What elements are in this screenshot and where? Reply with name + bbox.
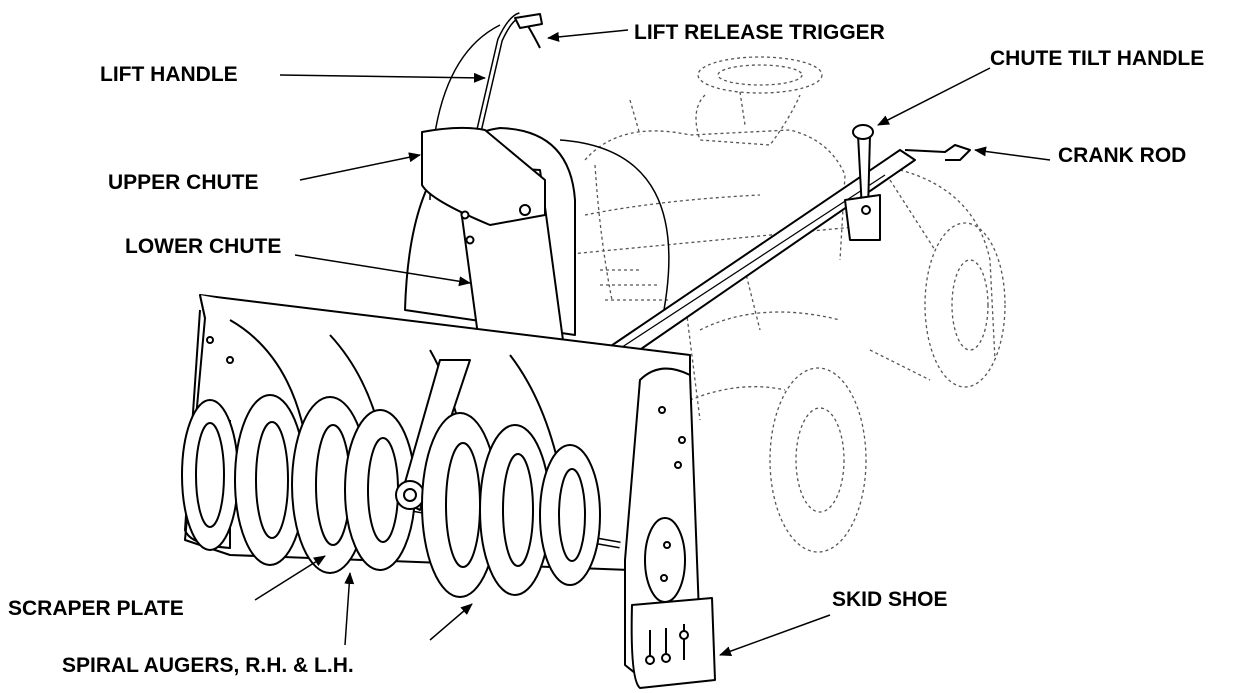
- label-scraper-plate: SCRAPER PLATE: [8, 597, 184, 620]
- leader-skid-shoe: [719, 614, 831, 656]
- label-chute-tilt-handle: CHUTE TILT HANDLE: [990, 47, 1205, 70]
- leader-augers-right: [429, 603, 473, 641]
- tractor-outline: [559, 56, 1006, 553]
- label-lower-chute: LOWER CHUTE: [125, 235, 282, 258]
- label-crank-rod: CRANK ROD: [1058, 144, 1187, 167]
- leader-lines: [254, 29, 1051, 656]
- leader-augers-left: [344, 572, 355, 646]
- leader-scraper-plate: [254, 555, 326, 601]
- label-skid-shoe: SKID SHOE: [832, 588, 948, 611]
- label-spiral-augers: SPIRAL AUGERS, R.H. & L.H.: [62, 654, 354, 677]
- leader-upper-chute: [299, 152, 421, 181]
- label-lift-release-trigger: LIFT RELEASE TRIGGER: [634, 21, 885, 44]
- leader-lift-handle: [279, 72, 486, 83]
- leader-lower-chute: [294, 254, 471, 287]
- snow-thrower: [181, 12, 971, 689]
- leader-crank-rod: [974, 146, 1051, 161]
- label-lift-handle: LIFT HANDLE: [100, 63, 238, 86]
- leader-lift-release-trigger: [547, 29, 629, 42]
- leader-chute-tilt-handle: [877, 67, 991, 126]
- label-upper-chute: UPPER CHUTE: [108, 171, 259, 194]
